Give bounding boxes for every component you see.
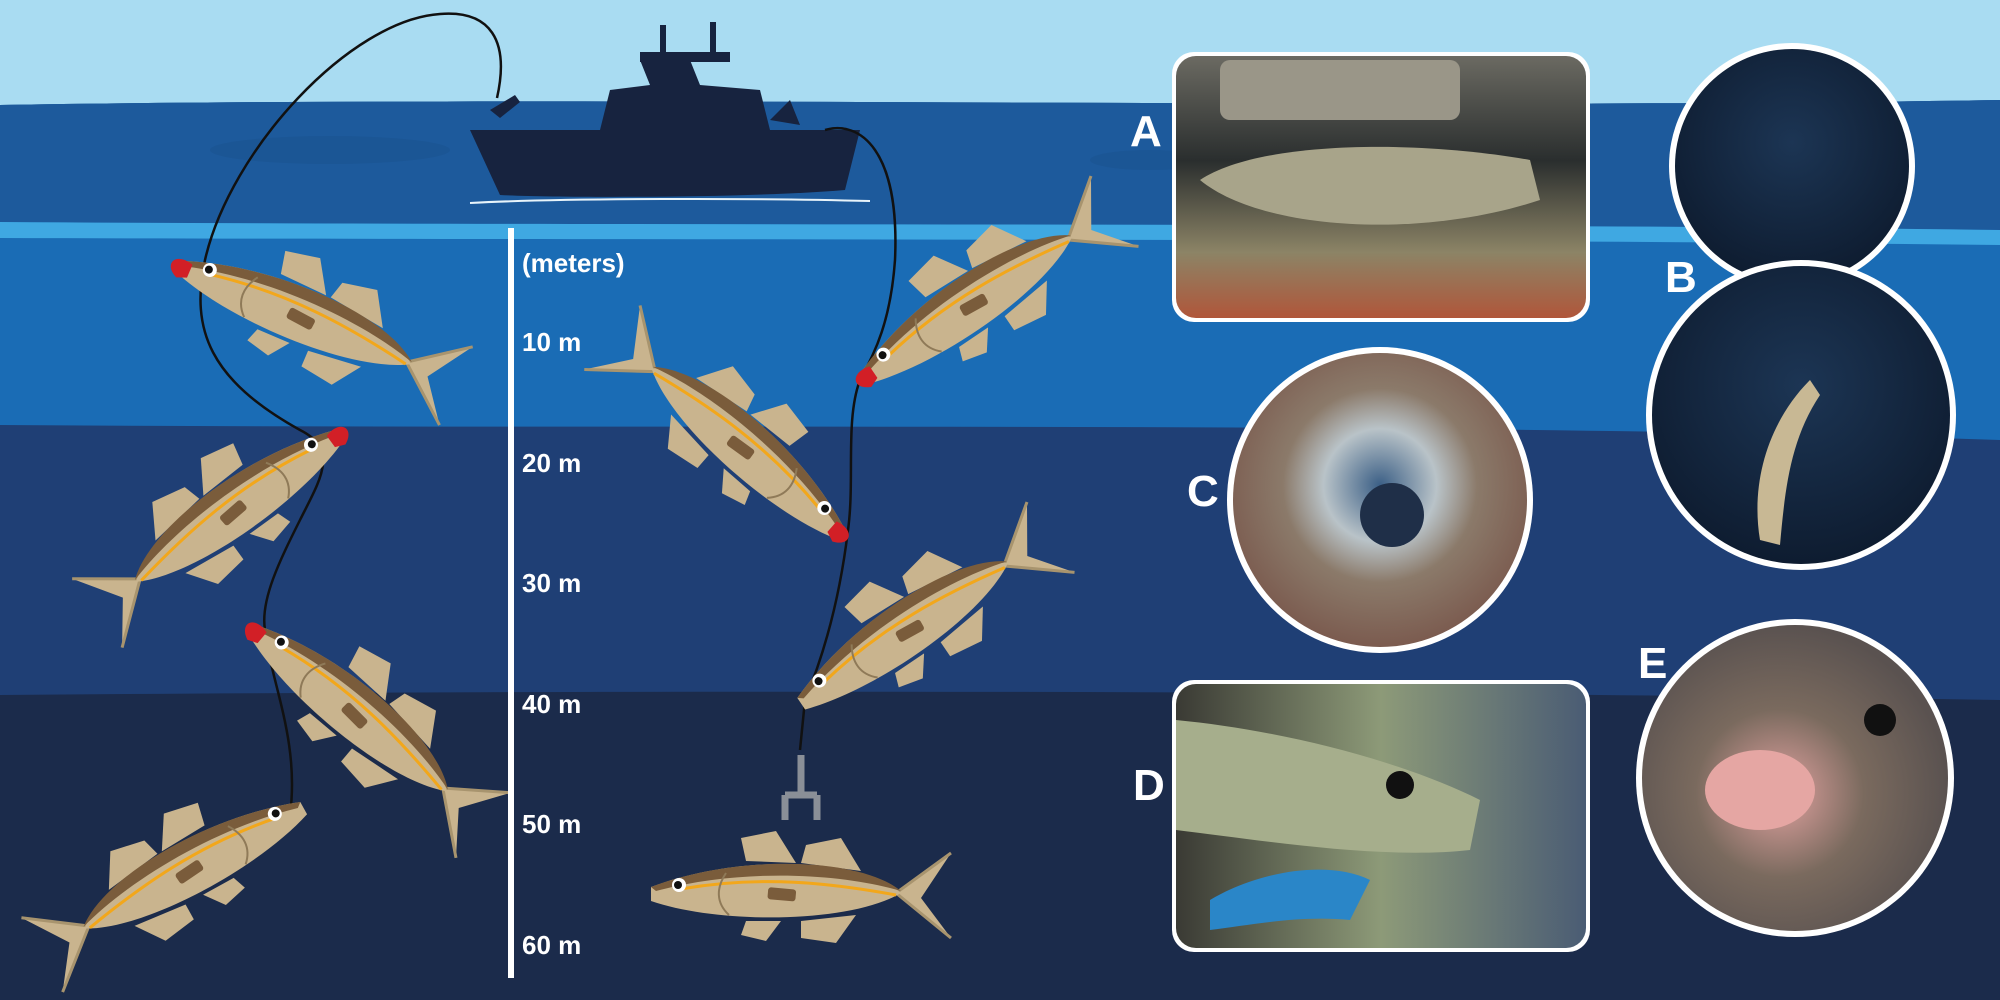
depth-tick-50: 50 m bbox=[522, 809, 581, 839]
photo-a-fish bbox=[1200, 146, 1540, 225]
panel-label-d: D bbox=[1133, 761, 1165, 810]
depth-tick-40: 40 m bbox=[522, 689, 581, 719]
photo-panel-d: D bbox=[1133, 680, 1590, 952]
depth-scale: (meters) 10 m 20 m 30 m 40 m 50 m 60 m bbox=[508, 228, 625, 978]
sky bbox=[0, 0, 2000, 105]
photo-panel-c: C bbox=[1187, 347, 1533, 653]
photo-panel-e: E bbox=[1636, 619, 1954, 937]
depth-tick-60: 60 m bbox=[522, 930, 581, 960]
panel-label-b: B bbox=[1665, 253, 1697, 302]
photo-e-mouth bbox=[1705, 750, 1815, 830]
depth-tick-30: 30 m bbox=[522, 568, 581, 598]
panel-label-a: A bbox=[1130, 107, 1162, 156]
photo-panel-b: B bbox=[1646, 43, 1956, 570]
depth-tick-20: 20 m bbox=[522, 448, 581, 478]
depth-axis-line bbox=[508, 228, 514, 978]
hook-icon bbox=[781, 755, 821, 820]
photo-c-eye bbox=[1360, 483, 1424, 547]
panel-label-c: C bbox=[1187, 467, 1219, 516]
depth-tick-10: 10 m bbox=[522, 327, 581, 357]
photo-d-fish bbox=[1176, 720, 1480, 853]
photo-panel-a: A bbox=[1130, 52, 1590, 322]
panel-label-e: E bbox=[1638, 639, 1667, 688]
boat-silhouette bbox=[469, 22, 871, 204]
photo-b-fish bbox=[1757, 380, 1820, 545]
depth-unit-label: (meters) bbox=[522, 248, 625, 278]
